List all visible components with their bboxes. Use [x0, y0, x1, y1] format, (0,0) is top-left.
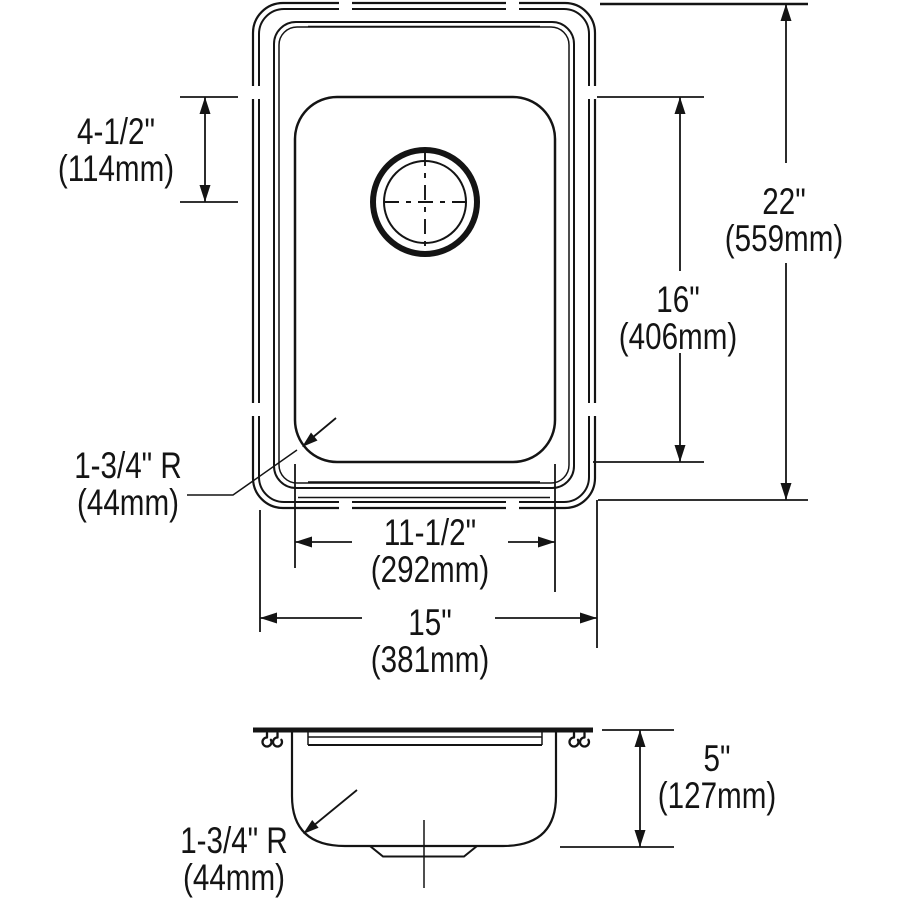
dim-corner-radius-side-label: 1-3/4" R (44mm)	[130, 822, 338, 896]
dim-metric: (381mm)	[370, 639, 490, 680]
dim-bowl-width-graphics	[294, 464, 556, 592]
dim-metric: (114mm)	[57, 148, 175, 189]
bowl-outline	[293, 95, 557, 464]
dim-value: 5"	[703, 738, 731, 779]
dim-metric: (292mm)	[370, 549, 490, 590]
dim-corner-radius-top-label: 1-3/4" R (44mm)	[24, 447, 232, 521]
dim-corner-radius-top-graphics	[187, 417, 337, 496]
dim-value: 4-1/2"	[77, 111, 155, 152]
outer-rim	[251, 1, 597, 510]
dim-bowl-width-label: 11-1/2" (292mm)	[326, 514, 534, 588]
dim-bowl-depth-label: 5" (127mm)	[613, 740, 821, 814]
dim-value: 22"	[762, 181, 806, 222]
dim-metric: (406mm)	[618, 316, 738, 357]
rim-clip-slots	[249, 0, 599, 511]
dim-value: 1-3/4" R	[74, 445, 182, 486]
dim-overall-width-graphics	[259, 500, 598, 648]
dim-metric: (44mm)	[77, 482, 179, 523]
dim-overall-length-graphics	[598, 2, 808, 501]
dim-bowl-length-graphics	[593, 96, 704, 463]
dim-value: 15"	[408, 602, 452, 643]
dim-value: 16"	[656, 279, 700, 320]
dim-overall-length-label: 22" (559mm)	[680, 183, 888, 257]
dim-overall-width-label: 15" (381mm)	[326, 604, 534, 678]
dim-corner-radius-side-graphics	[303, 789, 358, 834]
dim-drain-offset-graphics	[180, 96, 238, 203]
top-view	[249, 0, 599, 511]
dim-metric: (559mm)	[724, 218, 844, 259]
dim-drain-offset-label: 4-1/2" (114mm)	[12, 113, 220, 187]
inner-rim	[273, 21, 575, 499]
mounting-clips-right	[568, 731, 591, 748]
dim-value: 11-1/2"	[383, 512, 477, 553]
dim-bowl-depth-graphics	[560, 729, 674, 848]
rim-ledge	[307, 732, 543, 746]
dim-metric: (44mm)	[183, 857, 285, 898]
drain	[370, 147, 480, 257]
dim-metric: (127mm)	[657, 775, 777, 816]
drain-profile	[367, 845, 480, 858]
mounting-clips-left	[261, 731, 284, 748]
dim-value: 1-3/4" R	[180, 820, 288, 861]
dim-bowl-length-label: 16" (406mm)	[574, 281, 782, 355]
side-view	[253, 727, 593, 888]
